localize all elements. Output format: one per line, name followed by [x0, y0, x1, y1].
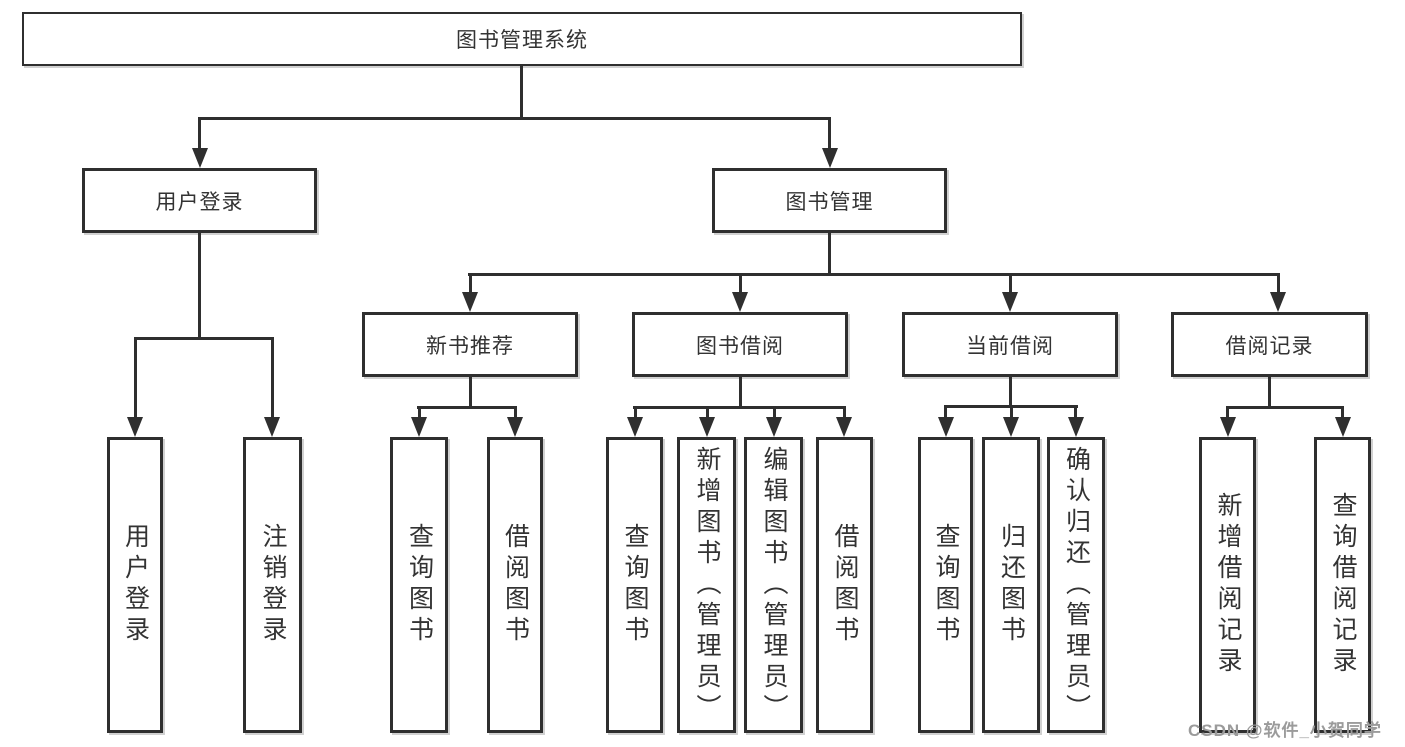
leaf-label: 查询借阅记录 — [1329, 492, 1357, 678]
connector-line — [417, 406, 517, 409]
connector-line — [944, 405, 947, 419]
arrowhead-down-icon — [938, 417, 954, 437]
node-book-management: 图书管理 — [712, 168, 947, 233]
connector-line — [418, 406, 421, 419]
connector-line — [198, 233, 201, 337]
connector-line — [739, 377, 742, 406]
leaf-add-books-admin: 新增图书（管理员） — [677, 437, 736, 733]
arrowhead-down-icon — [1068, 417, 1084, 437]
leaf-return-books: 归还图书 — [982, 437, 1040, 733]
connector-line — [828, 233, 831, 273]
connector-line — [271, 337, 274, 419]
leaf-borrow-books: 借阅图书 — [816, 437, 873, 733]
leaf-logout: 注销登录 — [243, 437, 302, 733]
leaf-label: 查询图书 — [621, 523, 649, 647]
connector-line — [469, 273, 472, 294]
csdn-watermark: CSDN @软件_小贺同学 — [1188, 721, 1382, 740]
arrowhead-down-icon — [1335, 417, 1351, 437]
arrowhead-down-icon — [462, 292, 478, 312]
connector-line — [134, 337, 274, 340]
connector-line — [739, 273, 742, 294]
connector-line — [1226, 406, 1229, 419]
leaf-query-books-recommend: 查询图书 — [390, 437, 448, 733]
connector-line — [1010, 405, 1013, 419]
node-book-borrow: 图书借阅 — [632, 312, 848, 377]
connector-line — [469, 377, 472, 406]
arrowhead-down-icon — [1270, 292, 1286, 312]
connector-line — [828, 117, 831, 150]
connector-line — [468, 273, 1280, 276]
leaf-label: 查询图书 — [405, 523, 434, 647]
node-root-label: 图书管理系统 — [456, 29, 588, 52]
connector-line — [633, 406, 845, 409]
leaf-query-borrow-record: 查询借阅记录 — [1314, 437, 1371, 733]
arrowhead-down-icon — [192, 148, 208, 168]
connector-line — [1009, 377, 1012, 405]
arrowhead-down-icon — [822, 148, 838, 168]
node-current-borrow-label: 当前借阅 — [966, 334, 1054, 358]
connector-line — [198, 117, 201, 150]
connector-line — [1268, 377, 1271, 406]
connector-line — [514, 406, 517, 419]
leaf-label: 借阅图书 — [501, 523, 530, 647]
leaf-label: 注销登录 — [259, 523, 287, 647]
connector-line — [1009, 273, 1012, 294]
leaf-label: 新增借阅记录 — [1214, 492, 1242, 678]
leaf-user-login: 用户登录 — [107, 437, 163, 733]
leaf-add-borrow-record: 新增借阅记录 — [1199, 437, 1256, 733]
leaf-label: 借阅图书 — [831, 523, 859, 647]
arrowhead-down-icon — [507, 417, 523, 437]
leaf-label: 归还图书 — [997, 523, 1026, 647]
leaf-label: 确认归还（管理员） — [1062, 445, 1091, 725]
arrowhead-down-icon — [411, 417, 427, 437]
leaf-query-books-borrow: 查询图书 — [606, 437, 663, 733]
node-new-book-recommend-label: 新书推荐 — [426, 334, 514, 358]
node-book-borrow-label: 图书借阅 — [696, 334, 784, 358]
arrowhead-down-icon — [627, 417, 643, 437]
connector-line — [134, 337, 137, 419]
connector-line — [706, 406, 709, 419]
arrowhead-down-icon — [699, 417, 715, 437]
node-root: 图书管理系统 — [22, 12, 1022, 66]
connector-line — [198, 117, 831, 120]
node-borrow-records-label: 借阅记录 — [1225, 334, 1314, 358]
connector-line — [1277, 273, 1280, 294]
node-book-management-label: 图书管理 — [785, 190, 874, 214]
connector-line — [520, 66, 523, 117]
leaf-label: 新增图书（管理员） — [693, 445, 721, 725]
leaf-label: 编辑图书（管理员） — [760, 445, 788, 725]
connector-line — [1341, 406, 1344, 419]
arrowhead-down-icon — [836, 417, 852, 437]
arrowhead-down-icon — [1003, 417, 1019, 437]
connector-line — [1226, 406, 1344, 409]
connector-line — [634, 406, 637, 419]
connector-line — [1074, 405, 1077, 419]
arrowhead-down-icon — [1002, 292, 1018, 312]
connector-line — [843, 406, 846, 419]
arrowhead-down-icon — [264, 417, 280, 437]
leaf-label: 用户登录 — [121, 523, 150, 647]
leaf-borrow-books-recommend: 借阅图书 — [487, 437, 543, 733]
node-new-book-recommend: 新书推荐 — [362, 312, 578, 377]
leaf-confirm-return-admin: 确认归还（管理员） — [1047, 437, 1105, 733]
node-user-login: 用户登录 — [82, 168, 317, 233]
arrowhead-down-icon — [127, 417, 143, 437]
arrowhead-down-icon — [1220, 417, 1236, 437]
node-current-borrow: 当前借阅 — [902, 312, 1118, 377]
leaf-label: 查询图书 — [932, 523, 960, 647]
node-borrow-records: 借阅记录 — [1171, 312, 1368, 377]
connector-line — [773, 406, 776, 419]
leaf-query-books-current: 查询图书 — [918, 437, 973, 733]
node-user-login-label: 用户登录 — [155, 190, 244, 214]
leaf-edit-books-admin: 编辑图书（管理员） — [744, 437, 803, 733]
arrowhead-down-icon — [766, 417, 782, 437]
arrowhead-down-icon — [732, 292, 748, 312]
